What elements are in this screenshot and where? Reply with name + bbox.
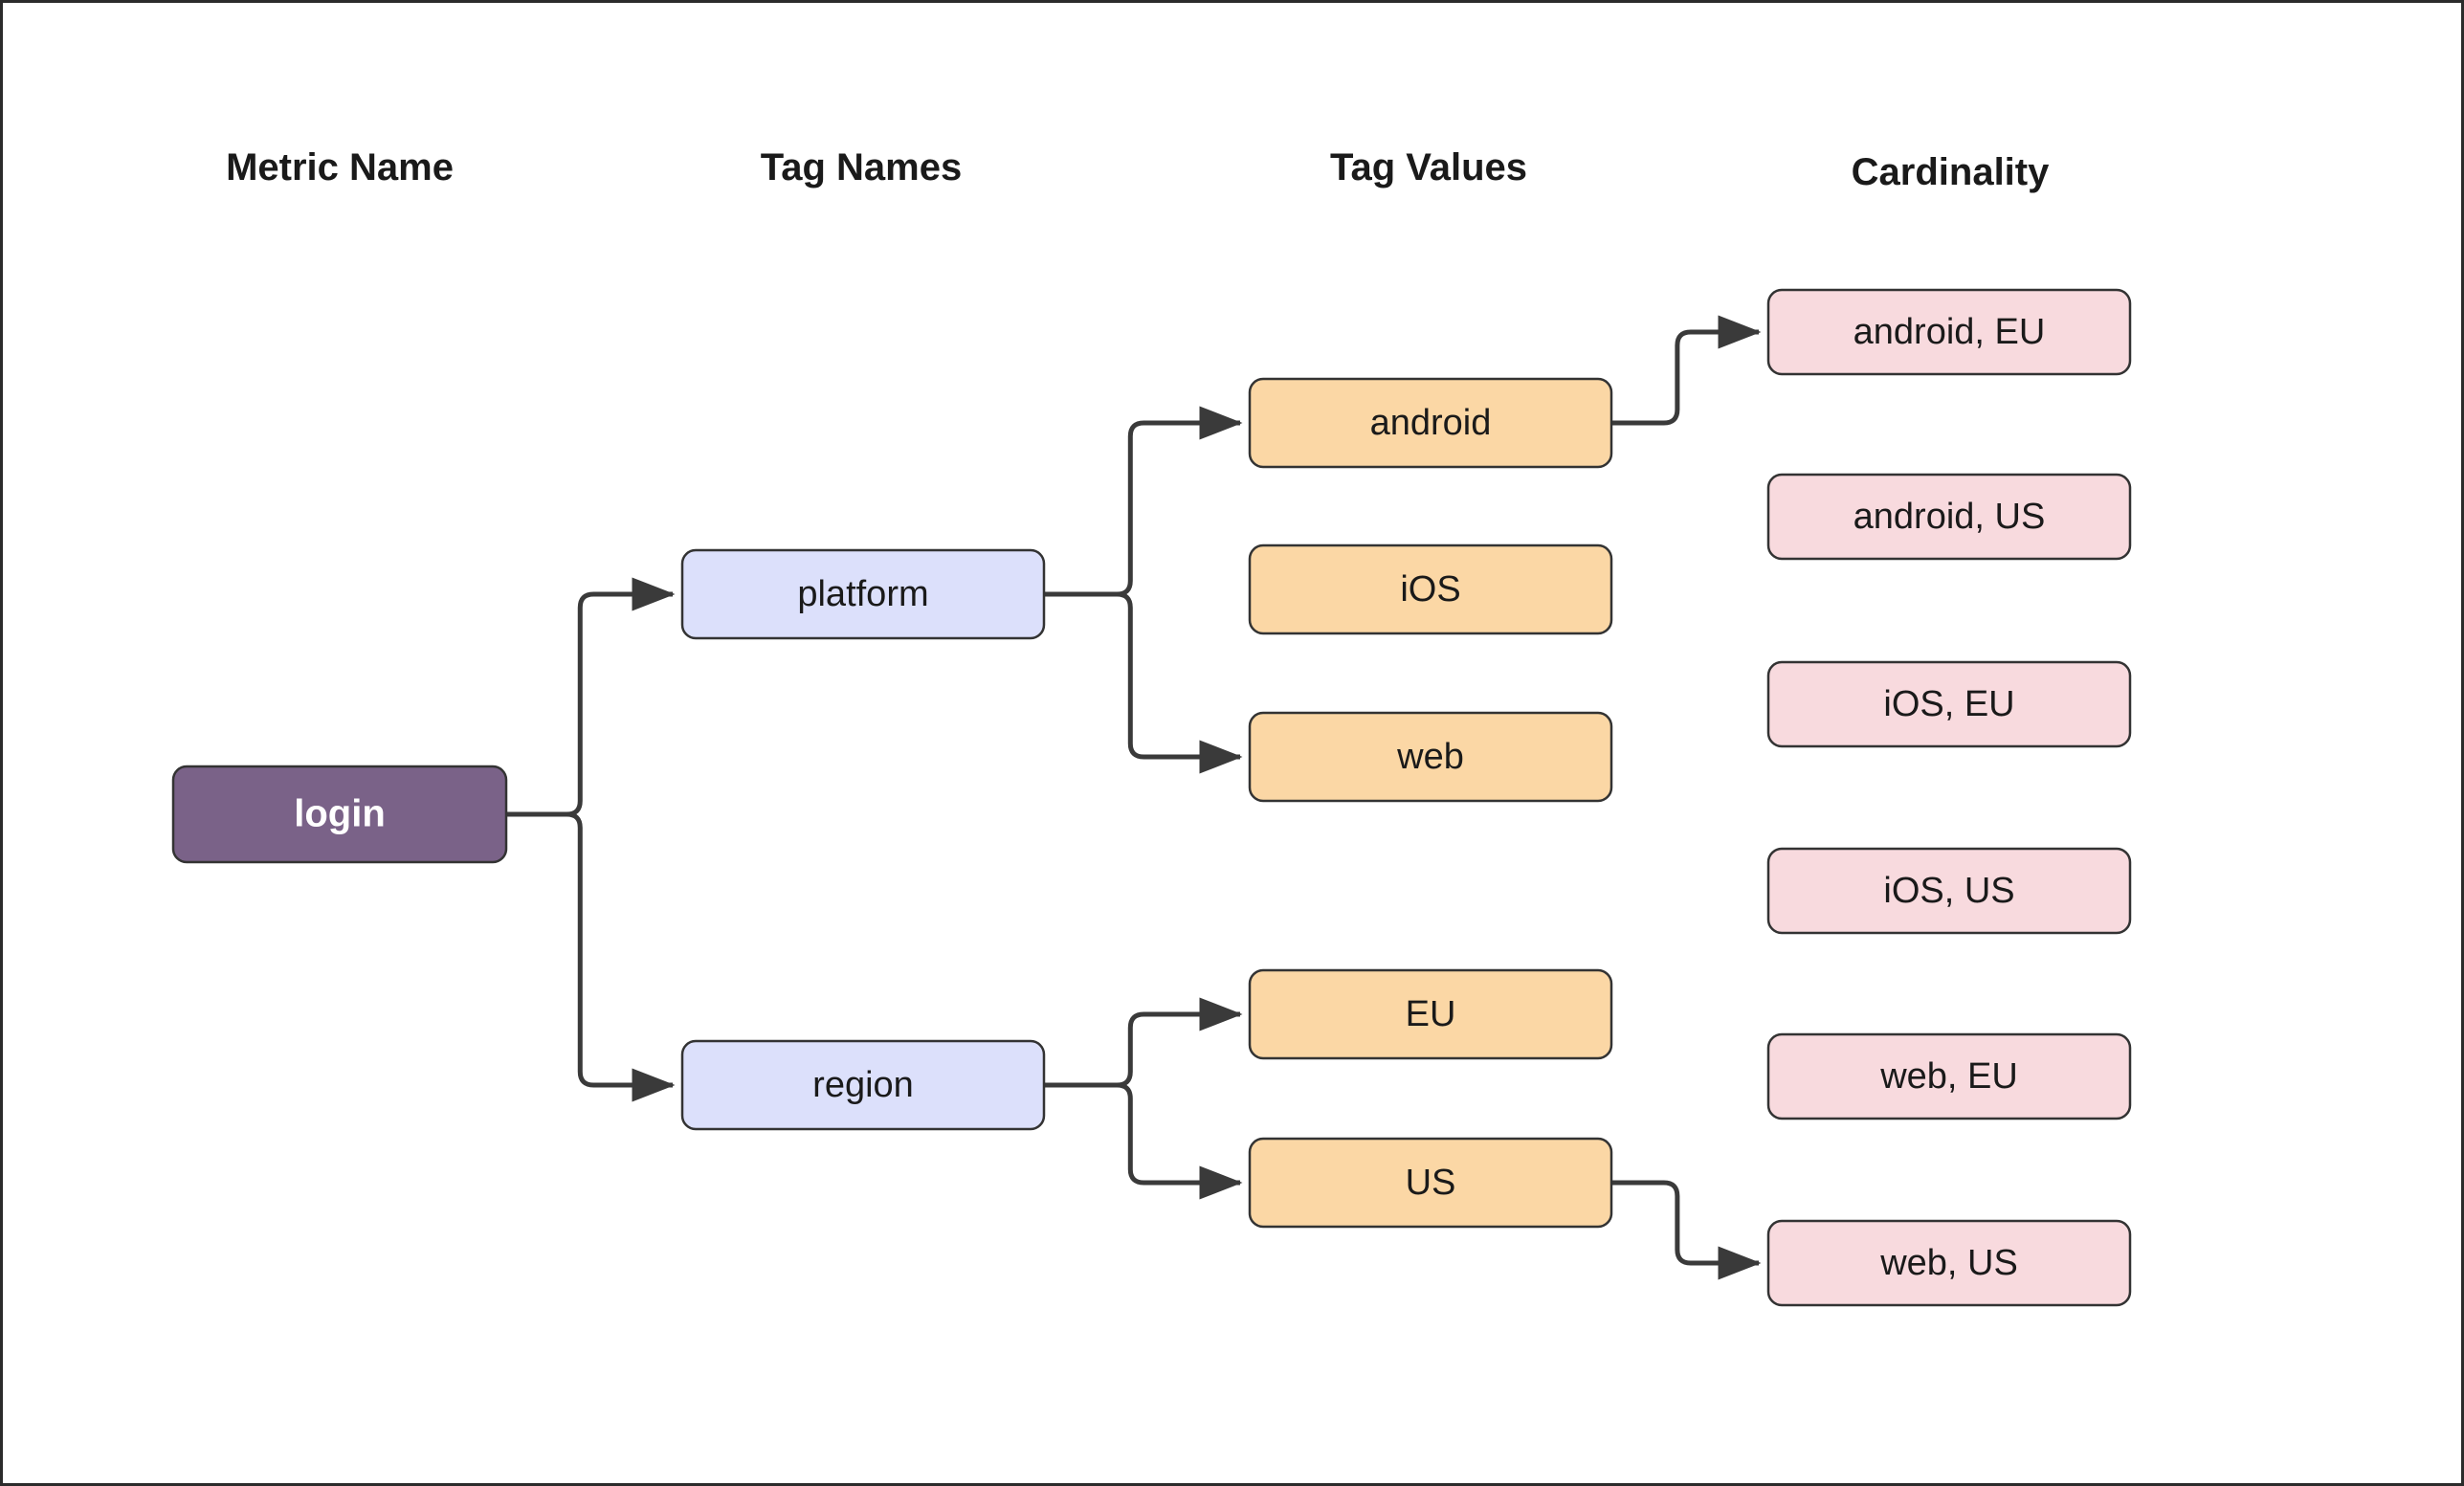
node-eu[interactable]: EU bbox=[1248, 968, 1613, 1060]
edges-layer bbox=[506, 315, 1762, 1280]
node-box-web-us[interactable] bbox=[1766, 1219, 2132, 1307]
node-platform[interactable]: platform bbox=[680, 548, 1046, 640]
node-web-eu[interactable]: web, EU bbox=[1766, 1032, 2132, 1120]
node-label-android: android bbox=[1370, 403, 1492, 443]
edge-region-to-us bbox=[1044, 1082, 1243, 1200]
node-box-ios-us[interactable] bbox=[1766, 847, 2132, 935]
node-android-us[interactable]: android, US bbox=[1766, 473, 2132, 561]
node-label-platform: platform bbox=[797, 574, 928, 614]
node-label-ios-eu: iOS, EU bbox=[1883, 684, 2014, 724]
column-header-tag-values: Tag Values bbox=[1330, 146, 1527, 189]
column-header-tag-names: Tag Names bbox=[761, 146, 962, 189]
node-box-android-us[interactable] bbox=[1766, 473, 2132, 561]
node-box-eu[interactable] bbox=[1248, 968, 1613, 1060]
node-region[interactable]: region bbox=[680, 1039, 1046, 1131]
node-label-ios-us: iOS, US bbox=[1883, 871, 2014, 911]
node-box-us[interactable] bbox=[1248, 1137, 1613, 1229]
diagram-svg: Metric Name Tag Names Tag Values Cardinalit… bbox=[171, 146, 2132, 1307]
node-android[interactable]: android bbox=[1248, 377, 1613, 469]
node-label-ios: iOS bbox=[1400, 569, 1460, 610]
edge-login-to-region bbox=[506, 811, 676, 1102]
edge-login-to-platform bbox=[506, 577, 676, 817]
node-label-us: US bbox=[1406, 1163, 1456, 1203]
node-label-web: web bbox=[1396, 737, 1464, 777]
node-box-android[interactable] bbox=[1248, 377, 1613, 469]
edge-region-to-eu bbox=[1044, 997, 1243, 1088]
node-login[interactable]: login bbox=[171, 765, 508, 864]
node-label-android-us: android, US bbox=[1854, 497, 2046, 537]
node-box-ios-eu[interactable] bbox=[1766, 660, 2132, 748]
edge-us-to-web-us bbox=[1611, 1180, 1762, 1280]
node-box-web[interactable] bbox=[1248, 711, 1613, 803]
edge-android-to-android-eu bbox=[1611, 315, 1762, 426]
node-label-eu: EU bbox=[1406, 994, 1456, 1034]
column-headers: Metric Name Tag Names Tag Values Cardinalit… bbox=[226, 146, 2050, 193]
node-label-web-us: web, US bbox=[1879, 1243, 2018, 1283]
column-header-cardinality: Cardinality bbox=[1852, 151, 2050, 193]
node-box-region[interactable] bbox=[680, 1039, 1046, 1131]
edge-platform-to-web bbox=[1044, 591, 1243, 774]
node-web[interactable]: web bbox=[1248, 711, 1613, 803]
node-us[interactable]: US bbox=[1248, 1137, 1613, 1229]
node-box-ios[interactable] bbox=[1248, 543, 1613, 635]
node-ios[interactable]: iOS bbox=[1248, 543, 1613, 635]
node-ios-eu[interactable]: iOS, EU bbox=[1766, 660, 2132, 748]
node-box-login[interactable] bbox=[171, 765, 508, 864]
node-box-web-eu[interactable] bbox=[1766, 1032, 2132, 1120]
edge-platform-to-android bbox=[1044, 406, 1243, 597]
node-box-android-eu[interactable] bbox=[1766, 288, 2132, 376]
node-label-login: login bbox=[294, 793, 386, 835]
node-android-eu[interactable]: android, EU bbox=[1766, 288, 2132, 376]
node-ios-us[interactable]: iOS, US bbox=[1766, 847, 2132, 935]
node-label-web-eu: web, EU bbox=[1879, 1056, 2018, 1097]
node-label-region: region bbox=[812, 1065, 914, 1105]
node-web-us[interactable]: web, US bbox=[1766, 1219, 2132, 1307]
node-box-platform[interactable] bbox=[680, 548, 1046, 640]
column-header-metric-name: Metric Name bbox=[226, 146, 454, 189]
node-label-android-eu: android, EU bbox=[1854, 312, 2046, 352]
